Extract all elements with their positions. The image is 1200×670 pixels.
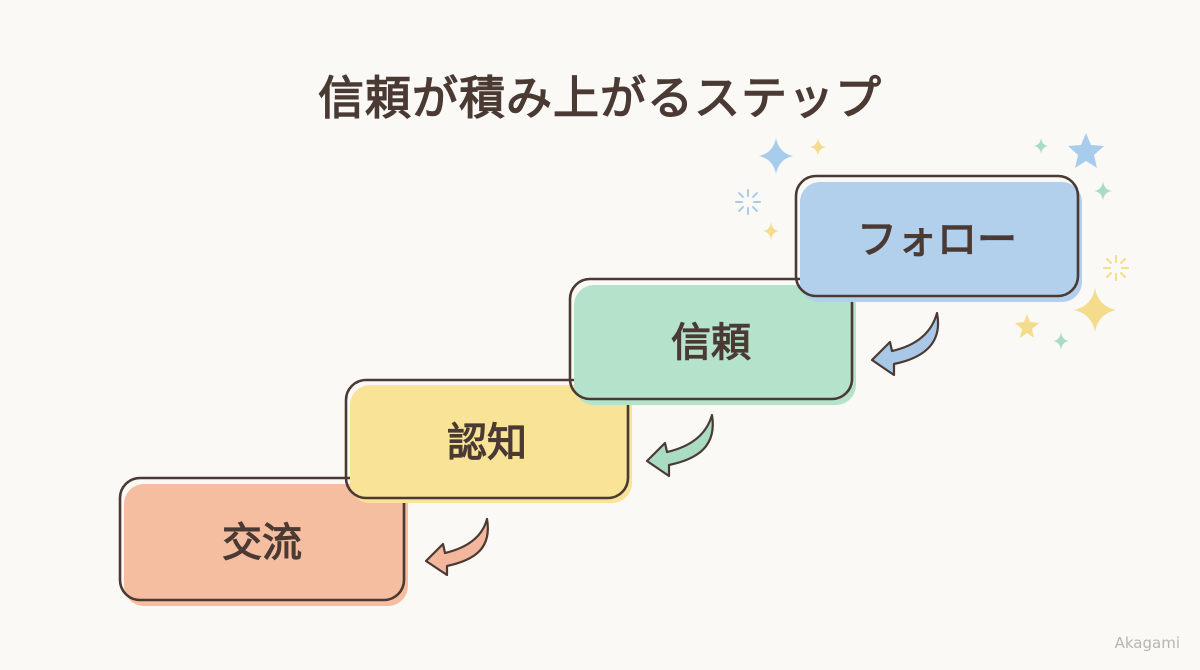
star-icon bbox=[1015, 314, 1039, 338]
sparkle-icon bbox=[759, 138, 793, 174]
step-box-4 bbox=[794, 174, 1082, 302]
step-box-3 bbox=[568, 277, 856, 405]
step-box-2 bbox=[344, 378, 632, 503]
sparkle-icon bbox=[810, 138, 826, 156]
sparkle-icon bbox=[1094, 181, 1112, 201]
sparkle-icon bbox=[1053, 332, 1069, 350]
step-label-4: フォロー bbox=[857, 217, 1017, 263]
sparkle-decorations bbox=[735, 133, 1129, 350]
star-icon bbox=[1068, 133, 1104, 168]
step-box-1 bbox=[118, 476, 408, 606]
watermark: Akagami bbox=[1114, 634, 1180, 652]
step-label-2: 認知 bbox=[447, 420, 527, 466]
burst-icon bbox=[1103, 255, 1129, 281]
step-label-1: 交流 bbox=[222, 520, 302, 566]
curved-arrow-2 bbox=[645, 413, 714, 478]
step-label-3: 信頼 bbox=[671, 320, 751, 366]
curved-arrow-3 bbox=[870, 311, 940, 377]
sparkle-icon bbox=[763, 222, 779, 240]
diagram-title: 信頼が積み上がるステップ bbox=[318, 71, 882, 125]
sparkle-icon bbox=[1074, 288, 1116, 332]
burst-icon bbox=[735, 189, 761, 215]
curved-arrow-1 bbox=[424, 517, 489, 577]
sparkle-icon bbox=[1034, 138, 1048, 154]
